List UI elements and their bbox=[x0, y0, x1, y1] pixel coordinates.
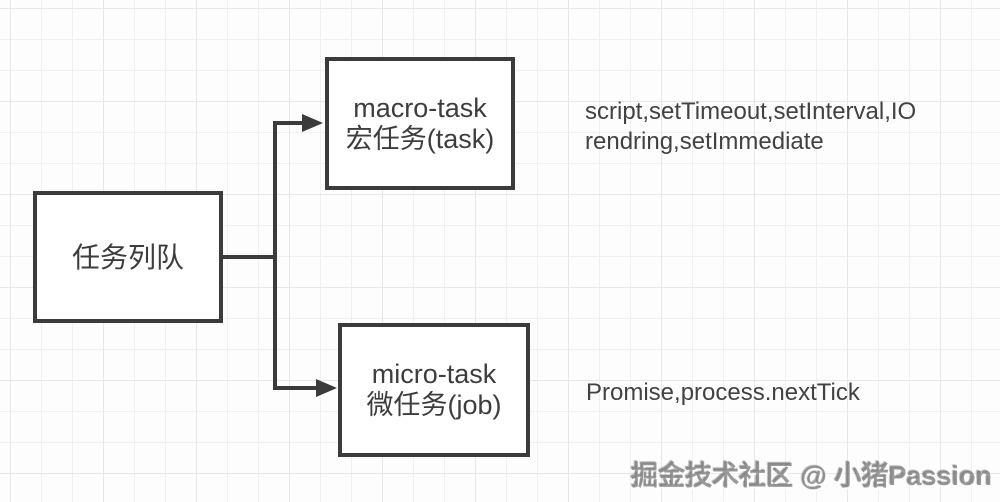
macro-task-annotation-line1: script,setTimeout,setInterval,IO bbox=[585, 98, 917, 125]
connector-to-micro bbox=[273, 386, 319, 390]
node-micro-task: micro-task 微任务(job) bbox=[338, 323, 530, 457]
macro-task-annotation: script,setTimeout,setInterval,IO rendrin… bbox=[585, 97, 916, 157]
arrowhead-macro-icon bbox=[302, 114, 323, 132]
macro-task-annotation-line2: rendring,setImmediate bbox=[585, 128, 824, 155]
node-task-queue: 任务列队 bbox=[33, 191, 223, 323]
micro-task-annotation: Promise,process.nextTick bbox=[586, 379, 860, 406]
node-macro-task-label-zh: 宏任务(task) bbox=[345, 123, 495, 154]
node-task-queue-label: 任务列队 bbox=[71, 241, 184, 273]
node-micro-task-label-en: micro-task bbox=[371, 359, 497, 389]
node-micro-task-label-zh: 微任务(job) bbox=[366, 390, 502, 420]
connector-to-macro bbox=[273, 121, 305, 125]
node-macro-task: macro-task 宏任务(task) bbox=[325, 57, 515, 190]
arrowhead-micro-icon bbox=[316, 379, 337, 397]
connector-root-to-trunk bbox=[223, 255, 277, 259]
watermark-text: 掘金技术社区 @ 小猪Passion bbox=[631, 461, 992, 491]
connector-trunk-vertical bbox=[273, 121, 277, 390]
node-macro-task-label-en: macro-task bbox=[353, 92, 487, 123]
